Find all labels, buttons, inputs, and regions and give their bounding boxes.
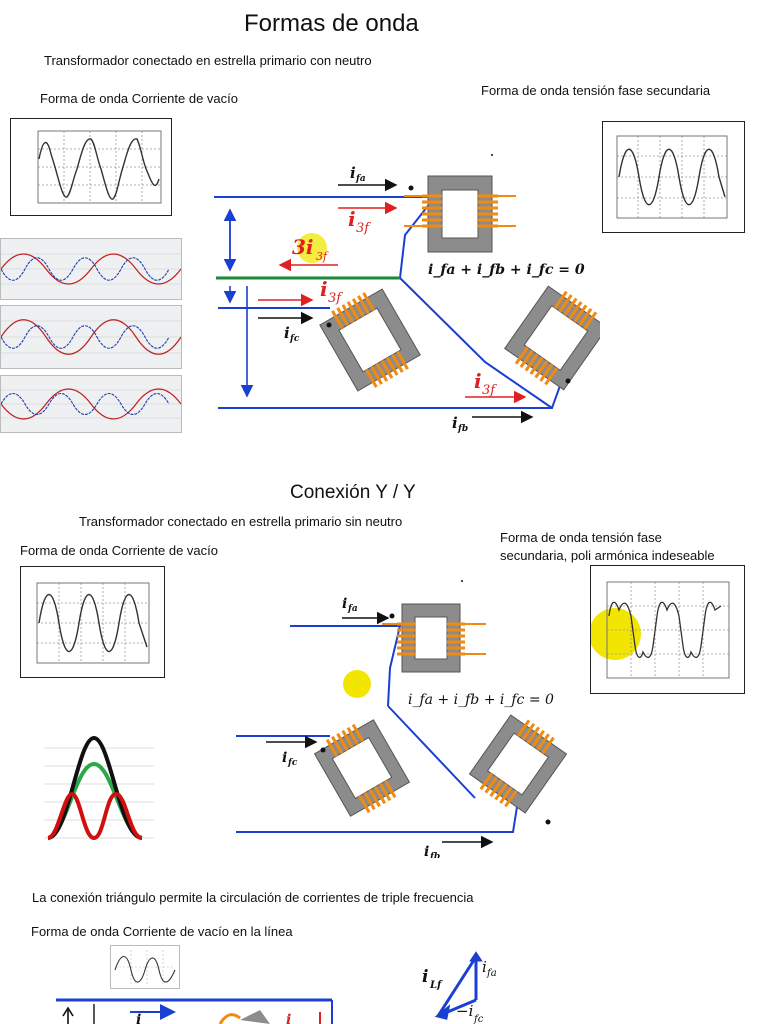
wye-without-neutral-diagram: i fa i fc i fb i_fa + i_fb + i_fc = 0 (236, 580, 568, 858)
label-i3f-mid: i (320, 277, 328, 301)
section1-right-caption: Forma de onda tensión fase secundaria (481, 83, 711, 98)
phasor-label-iLf-sub: Lf (429, 980, 443, 991)
label2-ifc: i (282, 750, 287, 766)
section1-left-caption: Forma de onda Corriente de vacío (40, 91, 238, 106)
page-title: Formas de onda (244, 10, 419, 37)
formula2-sum-zero: i_fa + i_fb + i_fc = 0 (408, 692, 554, 708)
section3-caption-1: La conexión triángulo permite la circula… (32, 890, 474, 905)
phasor-label-minus-ifc-sub: fc (473, 1014, 484, 1024)
label-ifc: i (284, 324, 290, 342)
section2-title: Conexión Y / Y (290, 482, 416, 503)
phasor-label-ifa-sub: fa (486, 968, 497, 979)
sine-panel-1 (0, 238, 182, 300)
section3-caption-2: Forma de onda Corriente de vacío en la l… (31, 924, 293, 939)
label-3i3f-sub: 3f (316, 250, 329, 263)
wye-with-neutral-diagram: i fa i 3f 3i 3f i 3f i fc i 3f i fb i_fa… (214, 154, 600, 434)
scope-no-load-current-2 (20, 566, 165, 678)
label-ifa-sub: fa (355, 174, 366, 184)
label-ifb-sub: fb (457, 424, 468, 434)
harmonics-superposition (44, 735, 154, 841)
section2-right-caption-1: Forma de onda tensión fase (500, 530, 662, 545)
sine-panel-2 (0, 305, 182, 369)
scope-no-load-current (10, 118, 172, 216)
label2-ifb: i (424, 844, 429, 858)
label-ifc-sub: fc (289, 334, 300, 344)
formula-sum-zero: i_fa + i_fb + i_fc = 0 (428, 262, 585, 278)
label-ifb: i (452, 414, 458, 432)
delta-diagram-partial: i i (56, 998, 333, 1024)
scope-waveform (37, 130, 162, 204)
scope-polyharmonic-voltage (590, 565, 745, 694)
label-3i3f: 3i (292, 235, 314, 259)
label-i3f-top-sub: 3f (356, 221, 371, 236)
label-i3f-top: i (348, 207, 356, 231)
scope-line-current (110, 945, 180, 989)
section2-right-caption-2: secundaria, poli armónica indeseable (500, 548, 715, 563)
phasor-diagram: i Lf i fa −i fc (422, 951, 497, 1024)
label-i3f-mid-sub: 3f (328, 291, 343, 306)
svg-text:i: i (286, 1012, 291, 1024)
phasor-label-minus-ifc: −i (456, 1002, 474, 1020)
label2-ifa-sub: fa (347, 604, 358, 614)
label-i3f-bottom-sub: 3f (482, 383, 497, 398)
section2-left-caption: Forma de onda Corriente de vacío (20, 543, 218, 558)
label-ifa: i (350, 164, 356, 182)
label2-ifc-sub: fc (287, 758, 298, 768)
label-i3f-bottom: i (474, 369, 482, 393)
label2-ifa: i (342, 596, 347, 612)
sine-panel-3 (0, 375, 182, 433)
svg-text:i: i (136, 1012, 141, 1024)
phasor-label-ifa: i (482, 958, 487, 976)
section2-subtitle: Transformador conectado en estrella prim… (79, 514, 403, 529)
phasor-label-iLf: i (422, 967, 428, 987)
scope-secondary-voltage (602, 121, 745, 233)
label2-ifb-sub: fb (429, 852, 440, 858)
section1-subtitle: Transformador conectado en estrella prim… (44, 53, 372, 68)
